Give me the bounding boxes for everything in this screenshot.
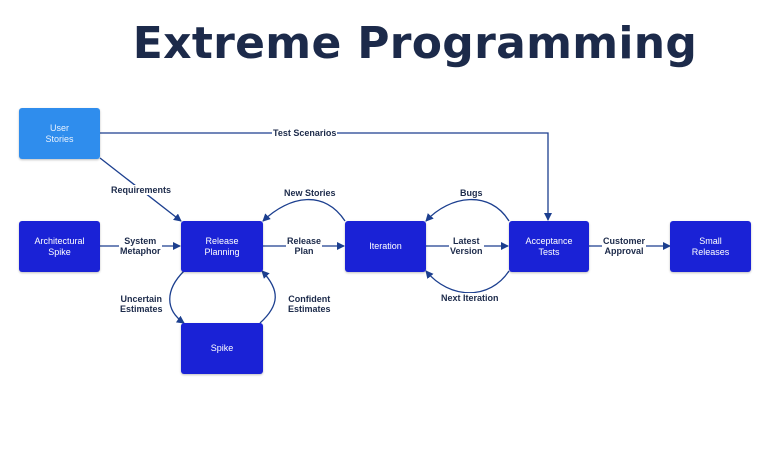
page-title: Extreme Programming	[132, 18, 698, 69]
edge-bugs	[425, 198, 510, 222]
label-confident-estimates: Confident Estimates	[287, 294, 332, 315]
label-system-metaphor: System Metaphor	[119, 236, 162, 257]
node-small-releases: Small Releases	[670, 221, 751, 272]
label-uncertain-estimates: Uncertain Estimates	[119, 294, 164, 315]
label-bugs: Bugs	[459, 188, 484, 199]
label-latest-version: Latest Version	[449, 236, 484, 257]
label-next-iteration: Next Iteration	[440, 293, 500, 304]
node-user-stories: User Stories	[19, 108, 100, 159]
edge-new-stories	[262, 198, 346, 222]
node-spike: Spike	[181, 323, 263, 374]
label-test-scenarios: Test Scenarios	[272, 128, 338, 139]
node-release-planning: Release Planning	[181, 221, 263, 272]
label-customer-approval: Customer Approval	[602, 236, 647, 257]
node-iteration: Iteration	[345, 221, 426, 272]
label-new-stories: New Stories	[283, 188, 337, 199]
node-architectural-spike: Architectural Spike	[19, 221, 100, 272]
label-release-plan: Release Plan	[286, 236, 323, 257]
edge-test-scenarios	[100, 132, 552, 221]
edge-next-iteration	[425, 270, 510, 294]
label-requirements: Requirements	[110, 185, 173, 196]
node-acceptance-tests: Acceptance Tests	[509, 221, 589, 272]
edge-confident-estimates	[259, 270, 276, 324]
edge-uncertain-estimates	[169, 270, 185, 324]
